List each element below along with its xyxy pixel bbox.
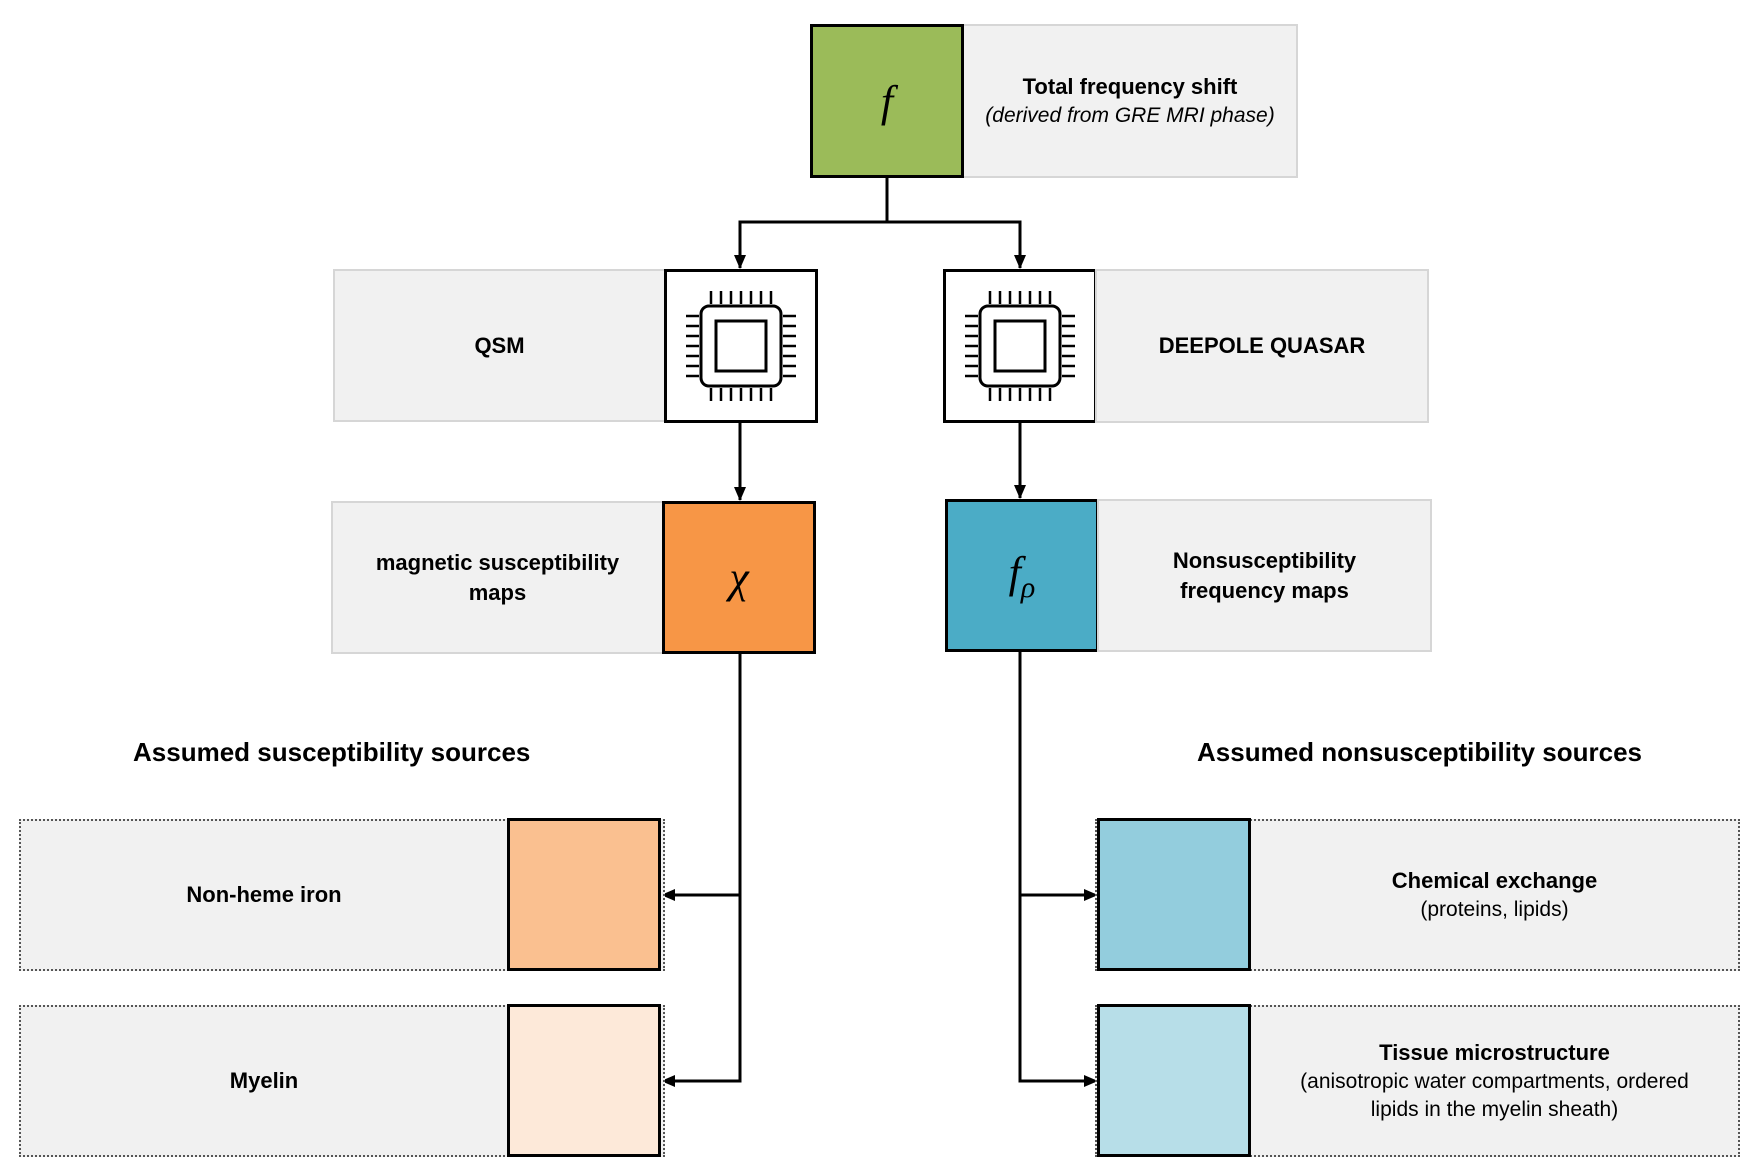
tissue-microstructure-swatch	[1097, 1004, 1251, 1157]
arrow-top-to-qsm	[734, 178, 889, 269]
nonsusceptibility-sources-heading: Assumed nonsusceptibility sources	[1197, 737, 1643, 767]
nonsusceptibility-maps-label-box: Nonsusceptibility frequency maps	[1097, 499, 1432, 652]
total-frequency-symbol-box: f	[810, 24, 964, 178]
qsm-label: QSM	[474, 332, 525, 358]
chemical-exchange-detail: (proteins, lipids)	[1420, 898, 1569, 921]
myelin-swatch	[507, 1004, 661, 1157]
qsm-processor-box	[664, 269, 818, 423]
source-label-tissue-microstructure: Tissue microstructure (anisotropic water…	[1249, 1005, 1740, 1157]
susceptibility-maps-label-box: magnetic susceptibility maps	[331, 501, 664, 654]
f-rho-symbol: fρ	[1009, 547, 1036, 605]
chi-symbol-box: χ	[662, 501, 816, 654]
source-label-chemical-exchange: Chemical exchange (proteins, lipids)	[1249, 819, 1740, 971]
susceptibility-maps-label-line1: magnetic susceptibility	[375, 549, 620, 575]
tissue-microstructure-detail-line2: lipids in the myelin sheath)	[1370, 1098, 1619, 1121]
tissue-microstructure-detail-line1: (anisotropic water compartments, ordered	[1300, 1070, 1689, 1093]
non-heme-iron-label: Non-heme iron	[186, 882, 342, 907]
quasar-label-box: DEEPOLE QUASAR	[1095, 269, 1429, 423]
chemical-exchange-swatch	[1097, 818, 1251, 971]
quasar-label: DEEPOLE QUASAR	[1158, 333, 1366, 358]
chemical-exchange-title: Chemical exchange	[1391, 868, 1598, 893]
susceptibility-maps-label-line2: maps	[468, 579, 527, 605]
arrow-fp-to-microstructure	[1018, 895, 1098, 1087]
f-rho-symbol-box: fρ	[945, 499, 1099, 652]
f-rho-main: f	[1008, 547, 1021, 597]
arrow-chi-to-myelin	[661, 895, 742, 1087]
total-frequency-shift-title: Total frequency shift	[1022, 74, 1238, 99]
source-label-non-heme-iron: Non-heme iron	[19, 819, 509, 971]
total-frequency-shift-subtitle: (derived from GRE MRI phase)	[985, 104, 1275, 127]
cpu-chip-icon	[686, 291, 796, 401]
arrow-top-to-quasar	[887, 220, 1026, 269]
nonsusceptibility-maps-label-line2: frequency maps	[1180, 577, 1349, 603]
qsm-label-box: QSM	[333, 269, 666, 422]
total-frequency-shift-label-box: Total frequency shift (derived from GRE …	[962, 24, 1298, 178]
f-symbol: f	[880, 76, 894, 126]
arrow-chi-to-iron	[661, 654, 742, 901]
myelin-label: Myelin	[229, 1068, 299, 1093]
chi-symbol: χ	[729, 553, 749, 602]
cpu-chip-icon	[965, 291, 1075, 401]
arrow-fp-to-exchange	[1018, 652, 1098, 901]
quasar-processor-box	[943, 269, 1097, 423]
nonsusceptibility-maps-label-line1: Nonsusceptibility	[1172, 547, 1357, 573]
source-label-myelin: Myelin	[19, 1005, 509, 1157]
f-rho-subscript: ρ	[1020, 570, 1036, 604]
non-heme-iron-swatch	[507, 818, 661, 971]
susceptibility-sources-heading: Assumed susceptibility sources	[133, 737, 531, 767]
tissue-microstructure-title: Tissue microstructure	[1379, 1040, 1610, 1065]
